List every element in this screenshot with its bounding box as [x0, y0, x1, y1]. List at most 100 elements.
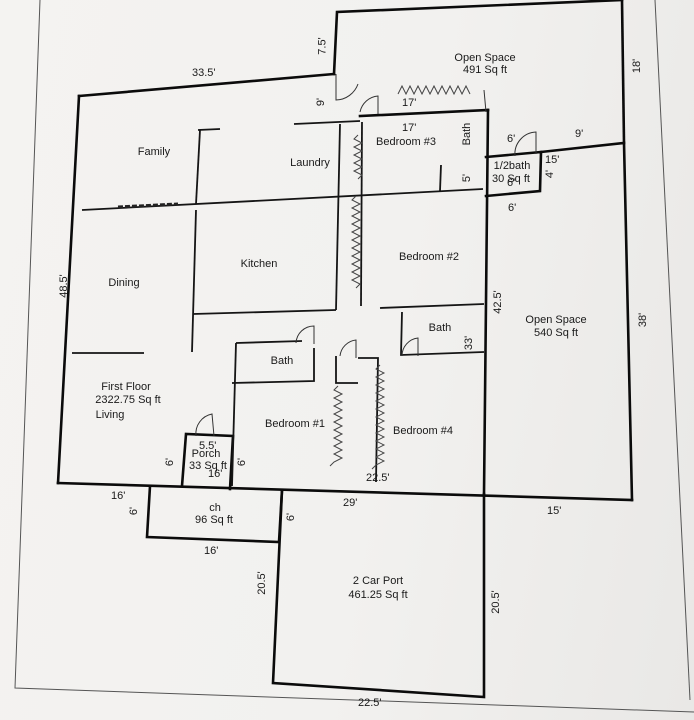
dim-17-b: 17': [402, 122, 417, 134]
bedroom3-top-wall: [358, 108, 490, 118]
open-space-right-wall: [539, 141, 634, 502]
label-open-space-right: Open Space: [525, 314, 587, 326]
open-space-right-upper: [620, 0, 626, 145]
label-half-bath-area: 30 Sq ft: [492, 173, 530, 185]
dim-4: 4': [544, 169, 557, 179]
exterior-wall-left: [56, 94, 81, 485]
closet-door-3: [329, 385, 344, 467]
dim-20-5-a: 20.5': [255, 571, 268, 595]
interior-wall-east: [482, 108, 490, 496]
dim-29: 29': [343, 497, 358, 509]
wall-closet: [360, 121, 363, 307]
wall-stub: [197, 128, 221, 131]
carport-wall: [271, 488, 486, 699]
label-porch-big-area: 96 Sq ft: [195, 514, 233, 526]
dim-7-5: 7.5': [316, 37, 329, 55]
label-open-space-top-area: 491 Sq ft: [462, 64, 508, 76]
dim-5-5: 5.5': [199, 440, 217, 452]
wall-family-laundry: [195, 129, 201, 205]
door-swing-bath-mid: [401, 337, 419, 357]
label-carport-area: 461.25 Sq ft: [348, 589, 408, 601]
dim-6-d: 6': [236, 457, 249, 467]
door-swing-porch: [195, 413, 215, 437]
dim-6-b: 6': [508, 202, 517, 214]
dim-38: 38': [637, 312, 650, 328]
dim-16-a: 16': [208, 468, 223, 480]
label-first-floor: First Floor: [101, 381, 151, 393]
label-bedroom4: Bedroom #4: [393, 425, 453, 437]
wall-bed3-stub: [439, 164, 442, 192]
label-laundry: Laundry: [290, 157, 330, 169]
dim-22-5-b: 22.5': [358, 697, 382, 709]
dim-22-5-a: 22.5': [366, 472, 390, 484]
dim-15-b: 15': [547, 505, 562, 517]
dim-6-a: 6': [507, 133, 516, 145]
paper-border-right: [654, 0, 691, 701]
label-family: Family: [137, 146, 171, 158]
wall-laundry-top: [293, 120, 361, 125]
wall-kitchen-south: [192, 309, 337, 315]
paper-border: [14, 0, 694, 713]
dim-33-5: 33.5': [192, 67, 216, 79]
label-bedroom1: Bedroom #1: [265, 418, 325, 430]
door-swing-hall: [339, 339, 357, 358]
dim-16-b: 16': [111, 490, 126, 502]
open-space-zigzag: [397, 84, 471, 96]
label-first-floor-area: 2322.75 Sq ft: [95, 394, 161, 406]
label-open-space-top: Open Space: [454, 52, 516, 64]
dim-18: 18': [631, 58, 644, 74]
dim-16-c: 16': [204, 545, 219, 557]
wall-bedroom1-west: [231, 342, 237, 487]
dim-6-g: 6': [507, 177, 516, 189]
label-carport: 2 Car Port: [352, 575, 404, 587]
dim-9-b: 9': [575, 128, 584, 140]
dim-17-a: 17': [402, 97, 417, 109]
dim-5: 5': [461, 173, 474, 183]
door-swing-entry: [335, 74, 359, 101]
wall-bedroom2-south: [379, 303, 485, 309]
wall-bedroom4-west: [358, 357, 379, 483]
wall-kitchen-west: [191, 209, 197, 353]
dim-33: 33': [463, 335, 476, 351]
dim-6-f: 6': [285, 512, 298, 522]
label-dining: Dining: [108, 277, 140, 289]
dim-6-c: 6': [164, 457, 177, 467]
label-bath-low: Bath: [270, 355, 294, 367]
door-swing-halfbath: [514, 131, 537, 157]
label-open-space-right-area: 540 Sq ft: [533, 327, 579, 339]
wall-bath-low: [231, 348, 315, 384]
label-porch-small: Porch: [191, 448, 221, 460]
closet-door-2: [350, 195, 362, 289]
dim-9-a: 9': [315, 97, 328, 107]
closet-door-1: [352, 134, 364, 180]
wall-bath-low-top: [235, 340, 303, 344]
dim-6-e: 6': [128, 506, 141, 516]
dim-48-5: 48.5': [57, 274, 70, 298]
small-porch-wall: [180, 432, 235, 491]
label-kitchen: Kitchen: [240, 258, 278, 270]
wall-laundry-east: [335, 123, 341, 311]
exterior-wall-top: [77, 72, 336, 98]
label-half-bath: 1/2bath: [493, 160, 531, 172]
kitchen-window: [117, 202, 179, 209]
label-bath-top: Bath: [461, 122, 473, 146]
door-swing-bath-low: [295, 325, 315, 344]
wall-bath-mid: [400, 311, 485, 356]
label-porch-small-area: 33 Sq ft: [189, 460, 227, 472]
wall-hall: [335, 356, 358, 384]
dim-20-5-b: 20.5': [489, 590, 502, 614]
label-bedroom3: Bedroom #3: [376, 136, 436, 148]
label-living: Living: [95, 409, 125, 421]
exterior-wall-bottom: [56, 481, 634, 502]
dim-15-a: 15': [545, 154, 560, 166]
label-bath-mid: Bath: [428, 322, 452, 334]
half-bath-wall: [484, 150, 543, 198]
dim-42-5: 42.5': [491, 290, 504, 314]
label-bedroom2: Bedroom #2: [399, 251, 459, 263]
closet-door-4: [371, 364, 386, 470]
door-stub-east: [483, 89, 487, 113]
door-swing-bed3: [359, 95, 379, 114]
open-space-top-wall: [332, 0, 624, 76]
